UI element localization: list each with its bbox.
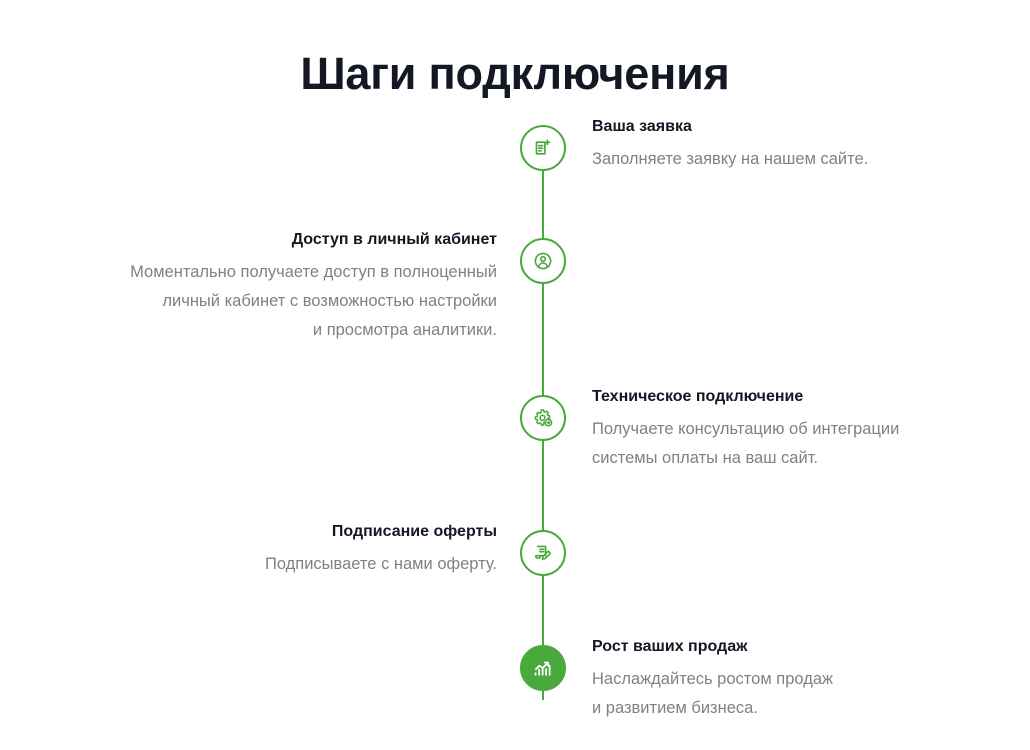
step-title: Ваша заявка: [592, 118, 692, 135]
step-description-line: Подписываете с нами оферту.: [264, 555, 497, 573]
step-description-line: Моментально получаете доступ в полноценн…: [130, 263, 497, 281]
page-title: Шаги подключения: [300, 48, 730, 100]
step-marker: [520, 238, 566, 284]
step-marker: [520, 125, 566, 171]
step-text-block: Подписание оферты Подписываете с нами оф…: [80, 521, 497, 579]
step-description: Моментально получаете доступ в полноценн…: [80, 258, 497, 345]
step-title: Доступ в личный кабинет: [291, 231, 497, 248]
steps-timeline: Ваша заявка Заполняете заявку на нашем с…: [0, 110, 1030, 730]
step-marker: [520, 530, 566, 576]
step-marker: [520, 395, 566, 441]
step-description-line: Заполняете заявку на нашем сайте.: [592, 150, 869, 168]
step-description-line: Получаете консультацию об интеграции: [592, 420, 900, 438]
step-description-line: системы оплаты на ваш сайт.: [592, 449, 819, 467]
document-plus-icon: [531, 136, 555, 160]
step-description-line: и просмотра аналитики.: [312, 321, 497, 339]
gear-sync-icon: [531, 406, 555, 430]
step-description-line: Наслаждайтесь ростом продаж: [592, 670, 834, 688]
step-title: Рост ваших продаж: [592, 638, 748, 655]
step-title: Техническое подключение: [592, 388, 804, 405]
step-text-block: Доступ в личный кабинет Моментально полу…: [80, 229, 497, 345]
step-text-block: Ваша заявка Заполняете заявку на нашем с…: [592, 116, 962, 174]
step-description: Заполняете заявку на нашем сайте.: [592, 145, 962, 174]
step-description: Наслаждайтесь ростом продаж и развитием …: [592, 665, 962, 723]
step-description: Получаете консультацию об интеграции сис…: [592, 415, 962, 473]
user-circle-icon: [531, 249, 555, 273]
step-description-line: и развитием бизнеса.: [592, 699, 758, 717]
step-title: Подписание оферты: [331, 523, 497, 540]
step-text-block: Рост ваших продаж Наслаждайтесь ростом п…: [592, 636, 962, 723]
growth-chart-icon: [531, 656, 555, 680]
document-pencil-icon: [531, 541, 555, 565]
step-marker: [520, 645, 566, 691]
step-description: Подписываете с нами оферту.: [80, 550, 497, 579]
step-text-block: Техническое подключение Получаете консул…: [592, 386, 962, 473]
step-description-line: личный кабинет с возможностью настройки: [162, 292, 497, 310]
